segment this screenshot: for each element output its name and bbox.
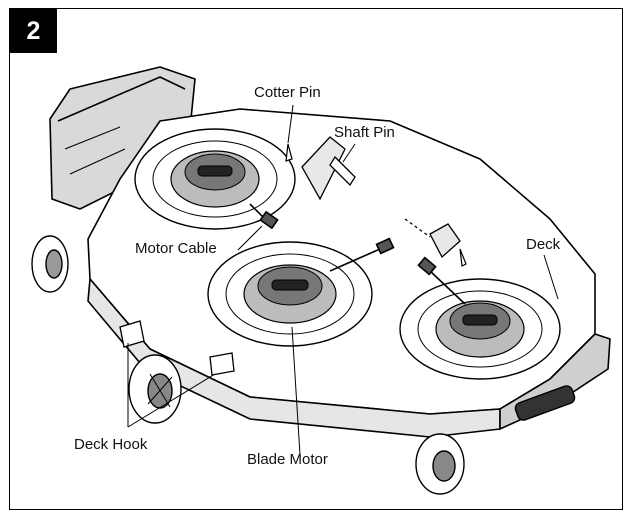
spindle-center: [207, 241, 373, 347]
deck-hooks: [119, 320, 235, 376]
motor-cables: [249, 203, 466, 305]
cotter-pin: [285, 143, 467, 267]
label-deck-hook: Deck Hook: [74, 436, 148, 453]
mower-deck-illustration: [31, 66, 611, 495]
wheel-right-front: [415, 433, 465, 495]
step-number-badge: 2: [10, 9, 57, 53]
label-motor-cable: Motor Cable: [135, 240, 217, 257]
label-deck: Deck: [526, 236, 561, 253]
shaft-pin-bracket: [301, 136, 461, 259]
wheel-left-rear: [31, 235, 69, 293]
right-roller: [514, 385, 576, 421]
spindle-right: [399, 278, 561, 380]
leader-lines: [127, 104, 559, 456]
diagram-frame: 2: [9, 8, 623, 510]
spindle-left: [134, 128, 296, 230]
wheel-left-front: [128, 354, 182, 424]
label-cotter-pin: Cotter Pin: [254, 84, 321, 101]
label-blade-motor: Blade Motor: [247, 451, 328, 468]
label-shaft-pin: Shaft Pin: [334, 124, 395, 141]
